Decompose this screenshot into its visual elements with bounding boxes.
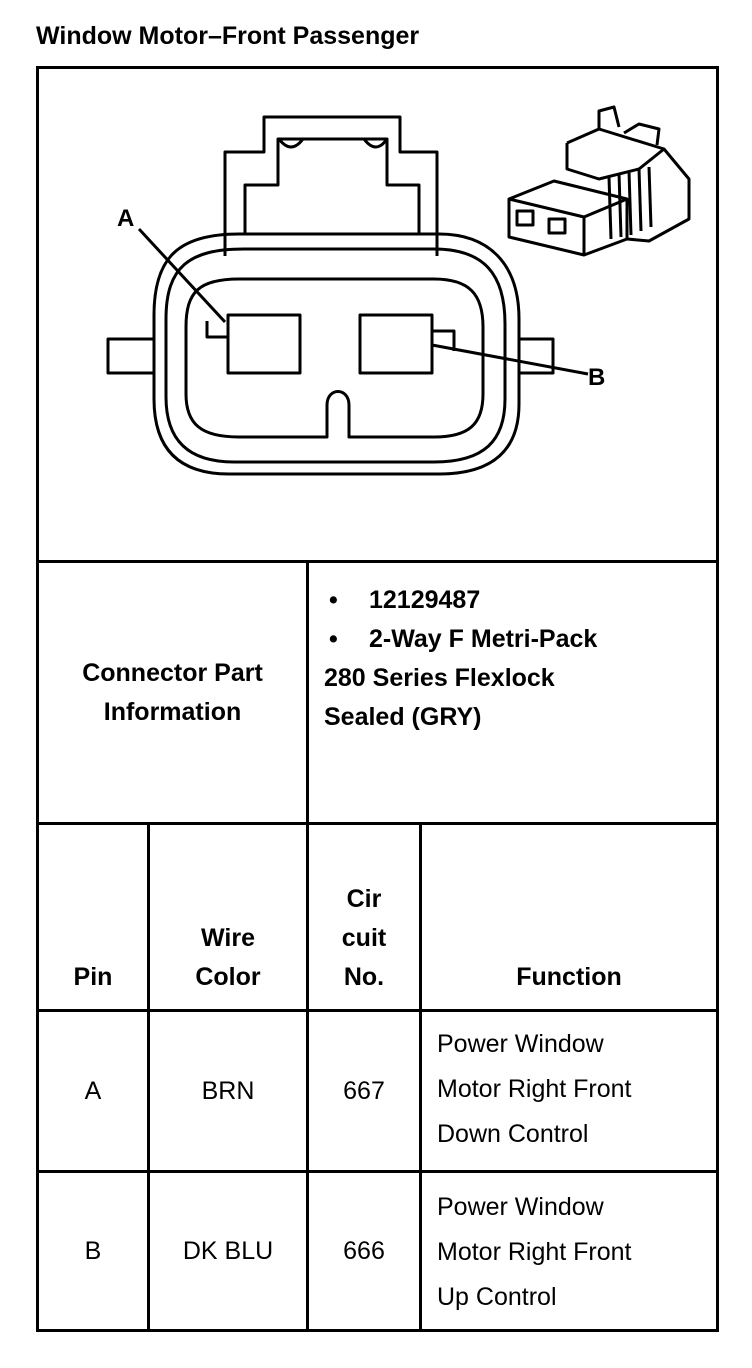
latch-inner <box>243 137 421 234</box>
col-divider <box>419 825 422 1329</box>
page-title: Window Motor–Front Passenger <box>36 22 420 50</box>
divider-row <box>39 1170 716 1173</box>
right-ear <box>517 337 555 375</box>
pin-label-b: B <box>588 364 605 391</box>
table-row-b-circuit: 666 <box>343 1236 385 1265</box>
header-wire-color: Wire Color <box>195 924 261 991</box>
table-row-a-wire-color: BRN <box>201 1076 255 1105</box>
table-row-b-function: Power Window Motor Right Front Up Contro… <box>437 1193 632 1311</box>
divider-info <box>306 563 309 822</box>
connector-diagram: A B <box>106 105 691 476</box>
table-row-b-pin: B <box>84 1236 102 1265</box>
connector-iso-illustration <box>507 105 691 257</box>
table-row-b-wire-color: DK BLU <box>182 1236 274 1265</box>
pinout-table-frame: A B Connector Part Information •12129487… <box>36 66 719 1332</box>
header-pin: Pin <box>73 963 113 991</box>
header-function: Function <box>516 963 622 991</box>
pin-label-a: A <box>117 205 134 232</box>
terminal-a <box>226 313 302 375</box>
table-row-a-function: Power Window Motor Right Front Down Cont… <box>437 1030 632 1148</box>
left-ear <box>106 337 156 375</box>
info-line: 280 Series Flexlock <box>324 664 555 692</box>
col-divider <box>147 825 150 1329</box>
info-line: Sealed (GRY) <box>324 703 482 731</box>
col-divider <box>306 825 309 1329</box>
divider-diagram <box>39 560 716 563</box>
terminal-b <box>358 313 434 375</box>
table-row-a-pin: A <box>84 1076 102 1105</box>
header-circuit: Cir cuit No. <box>341 885 387 991</box>
connector-mid-ring <box>164 247 507 464</box>
connector-inner-cavity <box>184 277 485 439</box>
leader-b <box>431 343 589 376</box>
divider-info-bottom <box>39 822 716 825</box>
table-row-a-circuit: 667 <box>343 1076 385 1105</box>
divider-header <box>39 1009 716 1012</box>
connector-outer-body <box>152 232 521 476</box>
latch-outline <box>223 115 439 256</box>
connector-info-label: Connector Part Information <box>82 658 263 726</box>
info-bullet: •12129487 <box>329 586 481 614</box>
connector-info-values: •12129487 •2-Way F Metri-Pack 280 Series… <box>324 581 597 737</box>
info-bullet: •2-Way F Metri-Pack <box>329 625 598 653</box>
leader-a <box>137 227 227 324</box>
